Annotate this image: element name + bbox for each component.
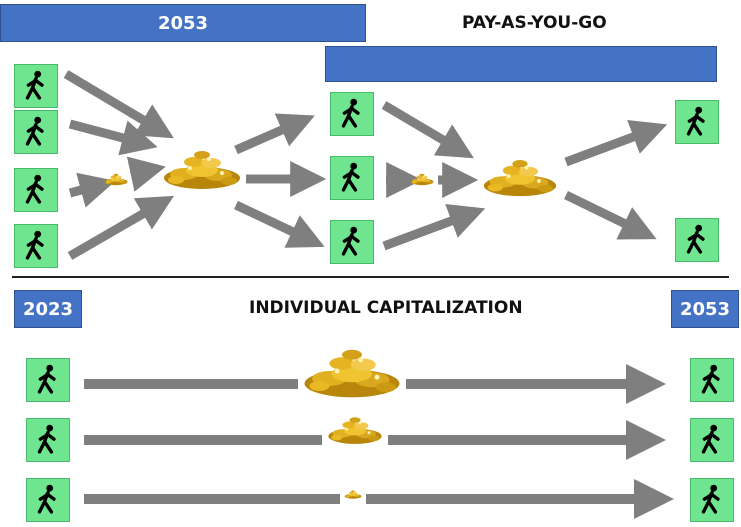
walking-person-icon xyxy=(330,220,374,264)
arrow-icon xyxy=(126,156,166,192)
second-blue-bar xyxy=(325,46,717,82)
arrow-icon xyxy=(68,172,116,208)
coin-pile-icon xyxy=(344,490,362,499)
arrows-individual-capitalization xyxy=(84,364,674,519)
walking-person-icon xyxy=(330,156,374,200)
arrow-icon xyxy=(234,113,315,155)
walking-person-icon xyxy=(690,358,734,402)
end-year-badge: 2053 xyxy=(671,290,739,328)
arrow-icon xyxy=(564,190,657,240)
walking-person-icon xyxy=(26,478,70,522)
walking-person-icon xyxy=(14,110,58,154)
walking-person-icon xyxy=(14,64,58,108)
individual-capitalization-title: INDIVIDUAL CAPITALIZATION xyxy=(249,298,523,318)
coin-pile-icon xyxy=(328,417,382,444)
coin-pile-icon xyxy=(410,173,434,186)
year-bar-2053-top: 2053 xyxy=(0,4,366,42)
start-year-badge: 2023 xyxy=(14,290,82,328)
coin-pile-icon xyxy=(164,151,240,189)
pay-as-you-go-title: PAY-AS-YOU-GO xyxy=(462,13,607,33)
coin-pile-icon xyxy=(304,349,400,398)
walking-person-icon xyxy=(26,358,70,402)
coin-pile-icon xyxy=(483,160,557,197)
section-divider xyxy=(12,276,729,278)
walking-person-icon xyxy=(675,100,719,144)
year-bar-label: 2053 xyxy=(157,12,209,34)
walking-person-icon xyxy=(675,218,719,262)
arrow-icon xyxy=(381,101,474,159)
walking-person-icon xyxy=(14,224,58,268)
arrow-icon xyxy=(564,120,668,167)
walking-person-icon xyxy=(26,418,70,462)
walking-person-icon xyxy=(14,168,58,212)
arrow-icon xyxy=(234,200,325,248)
arrows-pay-as-you-go xyxy=(63,70,668,260)
arrow-icon xyxy=(382,204,486,251)
arrow-icon xyxy=(68,119,158,156)
start-year-label: 2023 xyxy=(22,298,74,320)
arrow-icon xyxy=(67,195,175,260)
arrow-icon xyxy=(63,70,174,139)
walking-person-icon xyxy=(690,478,734,522)
walking-person-icon xyxy=(690,418,734,462)
end-year-label: 2053 xyxy=(679,298,731,320)
coin-pile-icon xyxy=(104,173,128,186)
walking-person-icon xyxy=(330,92,374,136)
